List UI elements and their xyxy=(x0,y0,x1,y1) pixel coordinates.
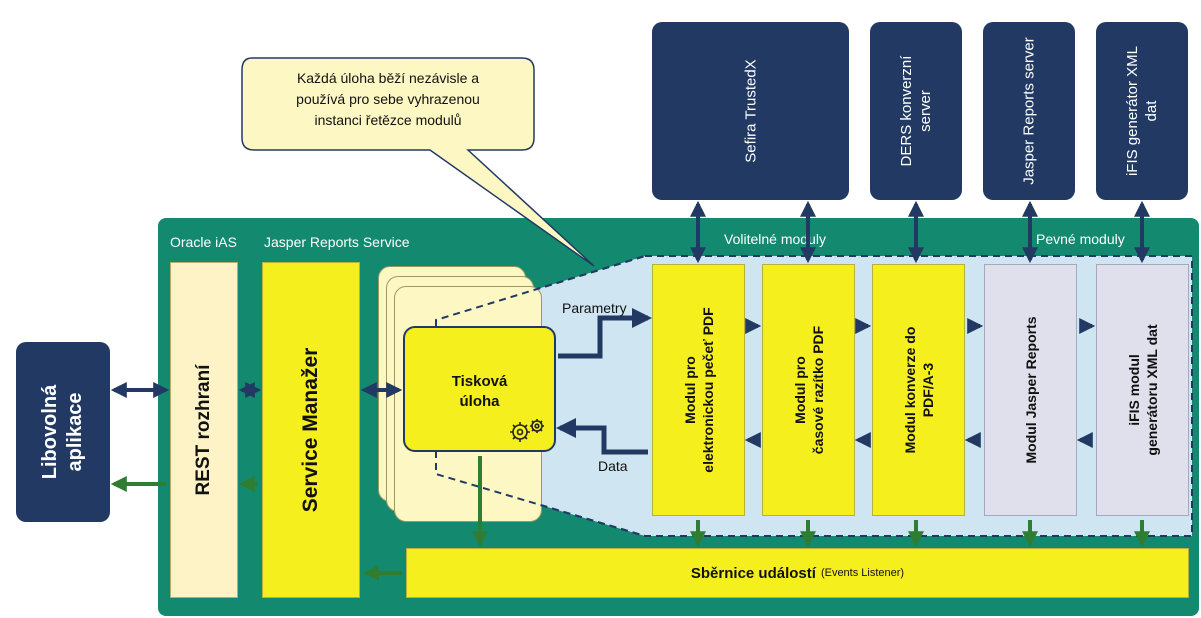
client-application-box: Libovolná aplikace xyxy=(16,342,110,522)
module-timestamp: Modul pro časové razítko PDF xyxy=(762,264,855,516)
rest-interface: REST rozhraní xyxy=(170,262,238,598)
server-sefira-trustedx: Sefira TrustedX xyxy=(652,22,849,200)
module-jasper-reports: Modul Jasper Reports xyxy=(984,264,1077,516)
server-jasper-reports: Jasper Reports server xyxy=(983,22,1075,200)
server-ifis-xml-generator: iFIS generátor XML dat xyxy=(1096,22,1188,200)
server-ders-conversion: DERS konverzní server xyxy=(870,22,962,200)
jasper-reports-service-label: Jasper Reports Service xyxy=(264,234,410,250)
service-manager: Service Manažer xyxy=(262,262,360,598)
callout-line1: Každá úloha běží nezávisle a xyxy=(296,70,480,86)
callout-line3: instanci řetězce modulů xyxy=(314,112,462,128)
parameters-label: Parametry xyxy=(562,300,627,316)
event-bus: Sběrnice událostí (Events Listener) xyxy=(406,548,1189,598)
event-bus-subtitle: (Events Listener) xyxy=(820,567,905,579)
print-task-line2: úloha xyxy=(459,393,500,410)
callout-text: Každá úloha běží nezávisle a používá pro… xyxy=(244,68,532,131)
module-electronic-seal: Modul pro elektronickou pečeť PDF xyxy=(652,264,745,516)
module-pdfa-conversion: Modul konverze do PDF/A-3 xyxy=(872,264,965,516)
parameters-arrow xyxy=(558,308,652,359)
callout-line2: používá pro sebe vyhrazenou xyxy=(296,91,480,107)
data-label: Data xyxy=(598,458,628,474)
data-arrow xyxy=(556,418,648,455)
fixed-modules-label: Pevné moduly xyxy=(1036,231,1125,247)
event-bus-title: Sběrnice událostí xyxy=(690,564,816,582)
gears-icon xyxy=(510,419,544,442)
module-ifis-xml-generator: iFIS modul generátoru XML dat xyxy=(1096,264,1189,516)
print-task-title: Tisková úloha xyxy=(405,372,554,412)
print-task-line1: Tisková xyxy=(451,373,508,390)
print-task: Tisková úloha xyxy=(403,326,556,452)
oracle-ias-label: Oracle iAS xyxy=(170,234,237,250)
